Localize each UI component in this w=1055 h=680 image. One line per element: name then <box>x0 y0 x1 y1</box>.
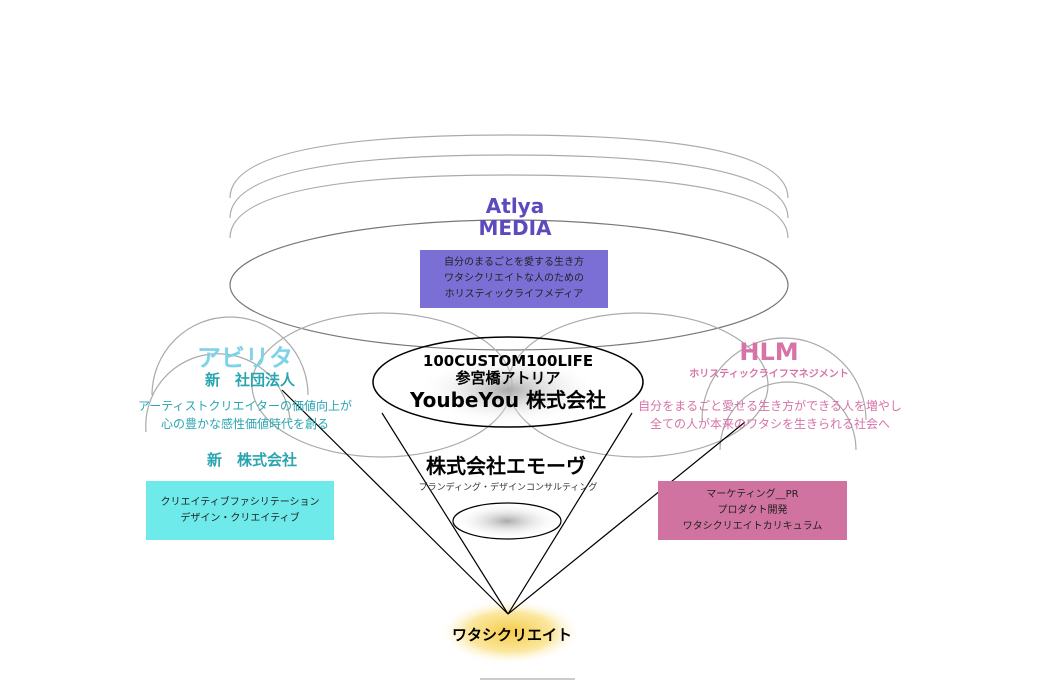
center-text: 100CUSTOM100LIFE 参宮橋アトリア YoubeYou 株式会社 <box>410 353 606 413</box>
desc-line: 自分をまるごと愛せる生き方ができる人を増やし <box>638 399 902 413</box>
abirita-subtitle: 新 社団法人 <box>204 371 296 389</box>
center-line: 100CUSTOM100LIFE <box>422 352 594 370</box>
abirita-arc-1 <box>151 316 309 396</box>
box-line: クリエイティブファシリテーション <box>160 496 320 508</box>
center-line: YoubeYou 株式会社 <box>409 388 607 412</box>
connector-line <box>281 389 509 615</box>
abirita-box: クリエイティブファシリテーション デザイン・クリエイティブ <box>146 481 334 540</box>
media-title: Atlya MEDIA <box>478 195 551 239</box>
emove-title: 株式会社エモーヴ <box>426 454 586 478</box>
connector-line <box>381 412 509 615</box>
connector-line <box>507 412 633 615</box>
media-arc-2 <box>229 154 789 219</box>
hlm-box: マーケティング__PR プロダクト開発 ワタシクリエイトカリキュラム <box>658 481 847 540</box>
hlm-arc-1 <box>701 337 867 421</box>
media-box: 自分のまるごとを愛する生き方 ワタシクリエイトな人のための ホリスティックライフ… <box>420 250 608 308</box>
media-title-line: Atlya <box>485 194 545 218</box>
media-arc-3 <box>229 174 789 239</box>
abirita-desc: アーティストクリエイターの価値向上が 心の豊かな感性価値時代を創る <box>138 397 352 433</box>
box-line: プロダクト開発 <box>717 504 788 516</box>
media-title-line: MEDIA <box>478 216 552 240</box>
hlm-arc-2 <box>719 381 857 451</box>
desc-line: 全ての人が本来のワタシを生きられる社会へ <box>649 417 891 431</box>
hlm-desc: 自分をまるごと愛せる生き方ができる人を増やし 全ての人が本来のワタシを生きられる… <box>638 397 902 433</box>
media-arc-1 <box>229 134 789 199</box>
hlm-title: HLM <box>739 338 799 366</box>
small-ellipse <box>452 502 562 540</box>
box-line: ワタシクリエイトな人のための <box>444 273 584 284</box>
center-ellipse <box>372 336 644 428</box>
desc-line: アーティストクリエイターの価値向上が <box>137 399 353 413</box>
hlm-subtitle: ホリスティックライフマネジメント <box>689 369 849 380</box>
center-glow <box>418 355 598 425</box>
media-ellipse <box>229 219 789 351</box>
abirita-title: アビリタ <box>197 344 293 372</box>
root-glow <box>438 599 582 665</box>
box-line: ワタシクリエイトカリキュラム <box>682 520 823 532</box>
emove-subtitle: ブランディング・デザインコンサルティング <box>418 483 598 493</box>
box-line: ホリスティックライフメディア <box>444 289 584 300</box>
box-line: デザイン・クリエイティブ <box>180 512 300 524</box>
root-label: ワタシクリエイト <box>451 626 573 644</box>
small-ellipse-fill <box>453 503 561 539</box>
center-line: 参宮橋アトリア <box>455 369 561 387</box>
abirita-arc-2 <box>145 353 291 433</box>
abirita-company: 新 株式会社 <box>206 451 298 469</box>
box-line: 自分のまるごとを愛する生き方 <box>444 257 584 268</box>
box-line: マーケティング__PR <box>706 488 799 500</box>
connector-line <box>507 421 746 615</box>
desc-line: 心の豊かな感性価値時代を創る <box>160 417 329 431</box>
